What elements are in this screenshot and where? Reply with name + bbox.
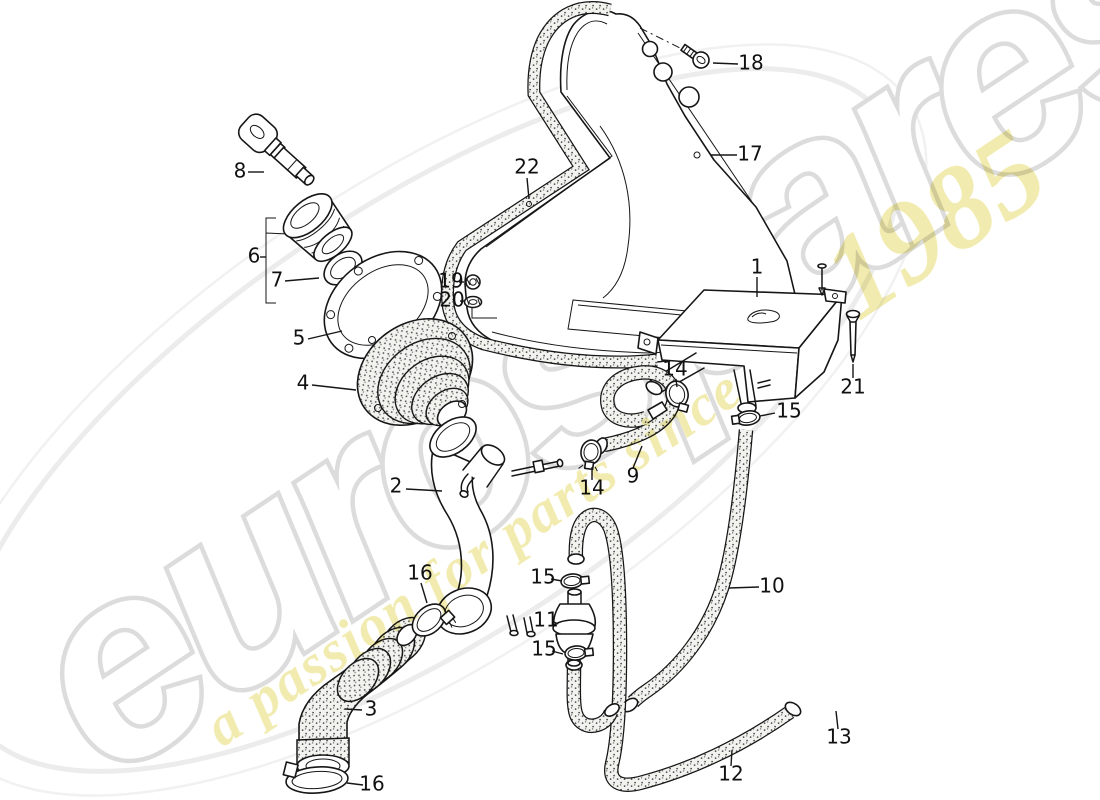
seal-clip-mark <box>526 201 532 207</box>
callout-leader-12 <box>730 749 733 767</box>
drawing <box>237 1 861 794</box>
part-8-key <box>237 113 315 186</box>
callout-number-20: 20 <box>439 288 464 312</box>
callout-number-15: 15 <box>531 637 556 661</box>
callout-leader-18 <box>712 62 739 65</box>
callout-number-11: 11 <box>533 608 558 632</box>
callout-leader-15 <box>551 650 564 655</box>
cover-hinge-knuckle <box>678 86 700 108</box>
callout-number-13: 13 <box>826 725 851 749</box>
clamp-14-neck <box>578 439 602 472</box>
callout-leader-5 <box>307 330 343 340</box>
clamp-15-tank <box>730 410 761 426</box>
callout-number-18: 18 <box>738 51 763 75</box>
callout-number-7: 7 <box>271 268 284 292</box>
callout-number-3: 3 <box>365 697 378 721</box>
callout-leader-13 <box>835 710 839 730</box>
part-6-cap <box>265 193 353 304</box>
clamp-16-lower <box>282 761 349 794</box>
callout-number-17: 17 <box>737 142 762 166</box>
callout-number-6: 6 <box>248 244 261 268</box>
callout-number-14: 14 <box>579 476 604 500</box>
callout-number-4: 4 <box>297 371 310 395</box>
callout-leader-10 <box>728 586 760 589</box>
callout-leader-3 <box>344 708 363 711</box>
callout-leader-22 <box>526 177 530 200</box>
part-18-screw <box>639 27 710 69</box>
part-20-washer <box>463 295 497 319</box>
callout-number-5: 5 <box>293 326 306 350</box>
part-1-expansion-tank <box>637 288 847 414</box>
callout-leader-11 <box>553 621 559 625</box>
callout-number-2: 2 <box>390 474 403 498</box>
part-9-hose <box>594 365 682 455</box>
clamp-14-tank <box>665 380 690 413</box>
callout-leader-16 <box>420 582 428 604</box>
callout-number-21: 21 <box>840 375 865 399</box>
callout-leader-15 <box>759 412 776 417</box>
clamp-15-valve-bottom <box>564 645 595 661</box>
callout-leader-9 <box>632 445 643 469</box>
part-4-flange-boot <box>356 317 474 428</box>
callout-number-19: 19 <box>438 269 463 293</box>
cover-clip-mark <box>693 151 701 159</box>
part-19-nut <box>465 274 481 290</box>
callout-leader-4 <box>311 384 357 391</box>
callout-number-9: 9 <box>627 464 640 488</box>
callout-leader-2 <box>405 488 443 492</box>
part-21-rivet <box>817 263 861 363</box>
callout-leader-16 <box>346 782 364 786</box>
cover-hinge-knuckle <box>641 40 659 58</box>
callout-leader-7 <box>284 277 320 282</box>
part-3-elbow-hose <box>296 616 427 778</box>
part-2-filler-neck <box>429 416 564 638</box>
callout-number-16: 16 <box>359 772 384 796</box>
cover-hinge-knuckle <box>653 62 673 82</box>
callout-number-15: 15 <box>530 565 555 589</box>
part-12-hose <box>567 507 802 792</box>
callout-leader-14 <box>675 378 678 388</box>
callout-labels: 1234567891011121314141515151616171819202… <box>234 51 866 796</box>
callout-leader-15 <box>550 578 563 582</box>
clamp-16-upper <box>411 603 457 637</box>
callout-number-8: 8 <box>234 159 247 183</box>
tank-emblem <box>747 309 780 324</box>
callout-number-12: 12 <box>718 762 743 786</box>
callout-number-1: 1 <box>751 255 764 279</box>
callout-number-16: 16 <box>407 561 432 585</box>
callout-number-15: 15 <box>776 399 801 423</box>
clamp-15-valve-top <box>560 573 591 589</box>
callout-number-22: 22 <box>514 155 539 179</box>
callout-number-14: 14 <box>662 357 687 381</box>
part-22-seal-strip <box>441 1 658 369</box>
part-17-cover-panel <box>464 9 800 363</box>
callout-number-10: 10 <box>759 574 784 598</box>
